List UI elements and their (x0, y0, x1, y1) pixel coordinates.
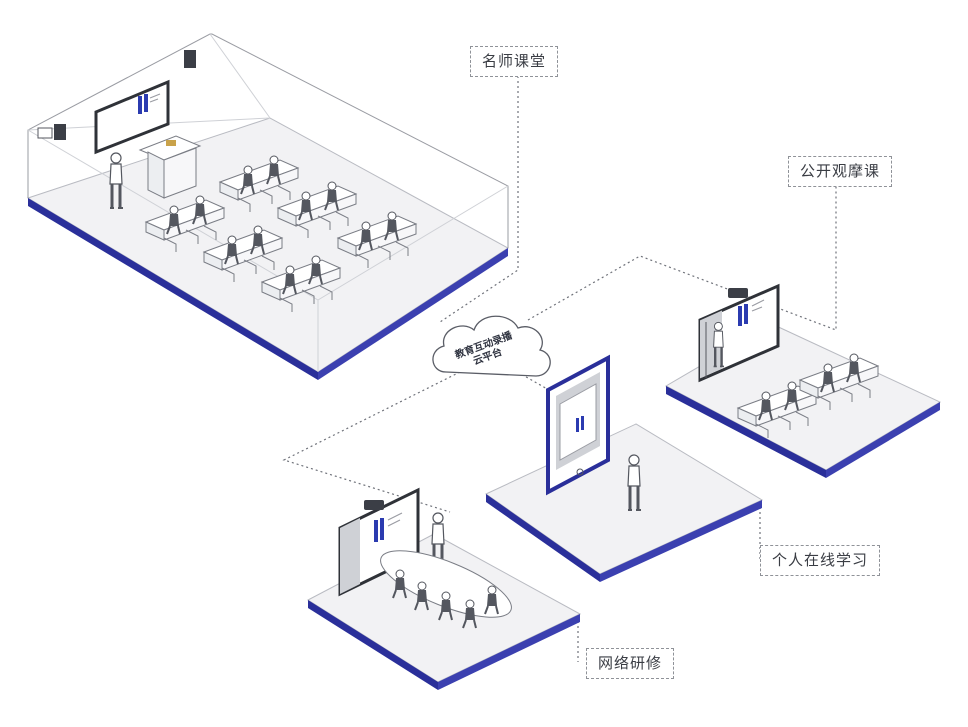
projector-icon (37, 124, 66, 140)
camera-icon (364, 500, 384, 510)
open-class-room (664, 283, 942, 478)
famous-teacher-classroom (26, 33, 509, 380)
tablet-icon (546, 354, 610, 496)
label-personal-learning: 个人在线学习 (760, 545, 881, 576)
label-network-research: 网络研修 (586, 648, 675, 679)
label-famous-teacher: 名师课堂 (470, 46, 559, 77)
camera-icon (728, 288, 748, 298)
display-screen-icon (338, 487, 420, 597)
display-screen-icon (94, 79, 170, 155)
cloud-icon (432, 315, 551, 377)
network-research-room (306, 487, 582, 690)
speaker-icon (184, 50, 196, 68)
personal-learning-room (485, 354, 764, 582)
label-open-class: 公开观摩课 (788, 156, 893, 187)
